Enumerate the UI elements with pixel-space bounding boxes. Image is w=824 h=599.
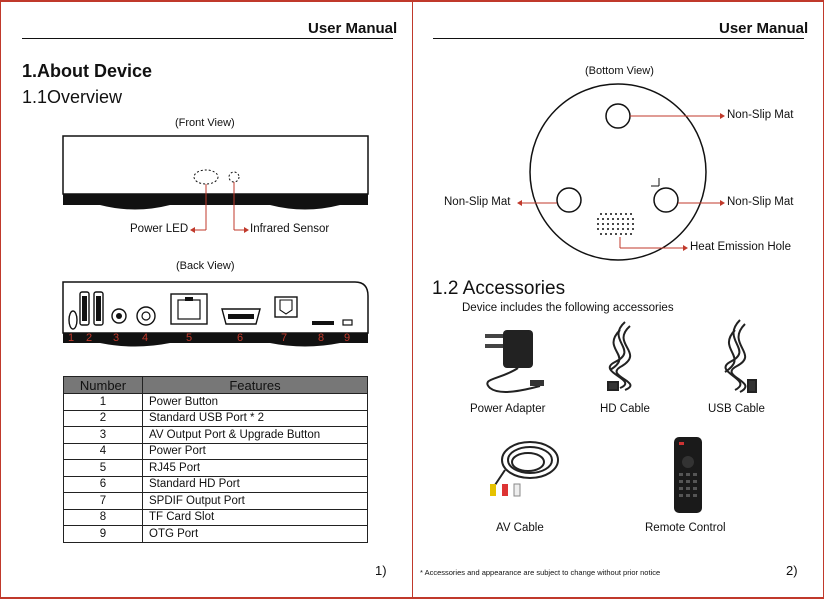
left-header: User Manual xyxy=(308,20,398,37)
row-feature: OTG Port xyxy=(142,525,368,543)
right-header-rule xyxy=(433,38,804,39)
bottom-view-caption: (Bottom View) xyxy=(585,65,654,77)
table-header-number: Number xyxy=(63,376,143,394)
page-border-left xyxy=(0,0,1,599)
non-slip-mat-label-left: Non-Slip Mat xyxy=(444,196,511,208)
port-number: 6 xyxy=(237,332,244,344)
row-feature: Standard HD Port xyxy=(142,475,368,493)
row-feature: AV Output Port & Upgrade Button xyxy=(142,426,368,444)
port-number: 8 xyxy=(318,332,325,344)
non-slip-mat-label-top: Non-Slip Mat xyxy=(727,109,794,121)
hd-cable-image xyxy=(607,321,632,391)
left-page-number: 1) xyxy=(375,563,387,578)
back-view-caption: (Back View) xyxy=(176,260,235,272)
footnote: * Accessories and appearance are subject… xyxy=(420,568,661,577)
accessory-label-remote-control: Remote Control xyxy=(645,522,726,534)
table-header-row: Number Features xyxy=(63,376,368,394)
row-number: 9 xyxy=(63,525,143,543)
remote-control-image xyxy=(674,437,702,513)
accessory-label-hd-cable: HD Cable xyxy=(600,403,650,415)
row-feature: Standard USB Port * 2 xyxy=(142,409,368,427)
back-view-device xyxy=(62,281,369,347)
port-number: 7 xyxy=(281,332,288,344)
port-number: 1 xyxy=(68,332,75,344)
port-number: 5 xyxy=(186,332,193,344)
heat-emission-label: Heat Emission Hole xyxy=(690,241,791,253)
left-header-rule xyxy=(22,38,393,39)
power-adapter-image xyxy=(485,330,544,393)
port-number: 3 xyxy=(113,332,120,344)
row-feature: Power Button xyxy=(142,393,368,411)
accessories-intro: Device includes the following accessorie… xyxy=(462,302,674,314)
port-number: 4 xyxy=(142,332,149,344)
accessories-title: 1.2 Accessories xyxy=(432,278,566,299)
accessory-label-power-adapter: Power Adapter xyxy=(470,403,546,415)
accessory-label-usb-cable: USB Cable xyxy=(708,403,765,415)
page-divider xyxy=(412,0,413,599)
infrared-sensor-label: Infrared Sensor xyxy=(250,223,330,235)
accessory-label-av-cable: AV Cable xyxy=(496,522,544,534)
subsection-title: 1.1Overview xyxy=(22,87,123,107)
power-led-label: Power LED xyxy=(130,223,189,235)
av-cable-image xyxy=(490,441,559,497)
row-feature: Power Port xyxy=(142,442,368,460)
port-number: 2 xyxy=(86,332,93,344)
usb-cable-image xyxy=(724,319,757,393)
section-title: 1.About Device xyxy=(22,61,153,81)
right-header: User Manual xyxy=(719,20,809,37)
table-header-features: Features xyxy=(142,376,368,394)
front-view-caption: (Front View) xyxy=(175,117,235,129)
right-page-number: 2) xyxy=(786,563,798,578)
non-slip-mat-label-right: Non-Slip Mat xyxy=(727,196,794,208)
port-number: 9 xyxy=(344,332,351,344)
heat-holes xyxy=(597,213,634,235)
front-view-device xyxy=(62,135,369,233)
